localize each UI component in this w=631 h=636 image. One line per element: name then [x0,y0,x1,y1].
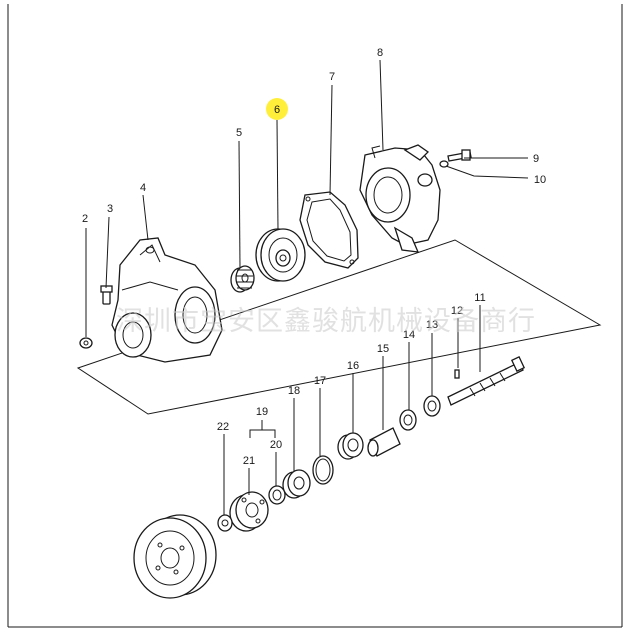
callout-4: 4 [140,182,146,194]
part-8-cover [359,144,441,253]
callout-12: 12 [451,305,463,317]
callout-15: 15 [377,343,389,355]
callout-10: 10 [534,174,546,186]
part-7-gasket [299,191,359,269]
callout-21: 21 [243,455,255,467]
callout-8: 8 [377,47,383,59]
part-14-bearing [399,409,417,431]
part-10-washer [439,160,449,168]
part-13-bearing [423,395,441,417]
part-21-hub-flange [229,491,269,532]
part-9-bolt [447,149,472,162]
callout-14: 14 [403,329,415,341]
callout-13: 13 [426,319,438,331]
part-22-nut [217,514,233,532]
callout-20: 20 [270,439,282,451]
part-6-impeller [255,228,306,282]
part-18-bearing [282,469,311,499]
part-15-spacer-sleeve [367,427,401,457]
part-11-shaft [447,356,526,406]
callout-9: 9 [533,153,539,165]
callout-3: 3 [107,203,113,215]
callout-7: 7 [329,71,335,83]
part-3-bolt [100,285,113,305]
callout-16: 16 [347,360,359,372]
callout-labels: 2 3 4 5 6 7 8 9 10 11 12 13 14 15 16 17 … [82,47,546,467]
part-16-bearing [337,432,364,460]
callout-11: 11 [474,292,485,304]
watermark-text: 深圳市宝安区鑫骏航机械设备商行 [116,306,536,336]
callout-6-highlight [266,98,288,120]
part-12-key [454,369,460,379]
callout-17: 17 [314,375,326,387]
callout-19: 19 [256,406,268,418]
callout-6: 6 [274,104,280,116]
callout-5: 5 [236,127,242,139]
leader-lines [85,59,529,515]
part-5-seal [230,265,255,293]
part-17-snap-ring [312,455,334,485]
part-1-pulley [133,514,217,599]
part-2-washer [79,337,93,349]
callout-2: 2 [82,213,88,225]
callout-22: 22 [217,421,229,433]
callout-18: 18 [288,385,300,397]
part-4-pump-housing [111,237,223,363]
part-20-seal-ring [268,485,286,505]
assembly-boundary [76,239,602,415]
